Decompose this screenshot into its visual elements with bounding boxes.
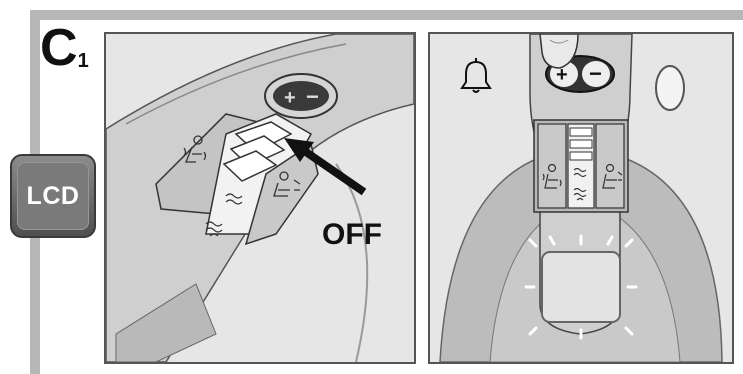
slider-step-3 — [570, 152, 592, 160]
plus-icon: + — [284, 87, 296, 109]
slider-step-2 — [570, 140, 592, 148]
minus-icon: − — [306, 84, 319, 109]
off-callout: OFF — [322, 218, 382, 251]
slider-step-1 — [570, 128, 592, 136]
lcd-button-label: LCD — [27, 182, 80, 211]
right-rocker[interactable] — [596, 124, 624, 208]
lcd-button[interactable]: LCD — [10, 154, 96, 238]
plus-minus-button[interactable]: + − — [265, 74, 337, 118]
step-number: 1 — [78, 50, 89, 72]
step-letter: C — [40, 19, 77, 77]
right-illustration-panel: + − — [428, 32, 734, 364]
side-oval-button[interactable] — [656, 66, 684, 110]
right-illustration: + − — [430, 34, 732, 362]
frame-top-bar — [30, 10, 743, 20]
step-label: C1 — [40, 22, 89, 74]
left-illustration: + − — [106, 34, 414, 362]
minus-icon: − — [589, 61, 602, 86]
left-illustration-panel: + − — [104, 32, 416, 364]
lcd-display-window — [542, 252, 620, 322]
lcd-button-face: LCD — [17, 162, 89, 230]
left-rocker[interactable] — [538, 124, 566, 208]
